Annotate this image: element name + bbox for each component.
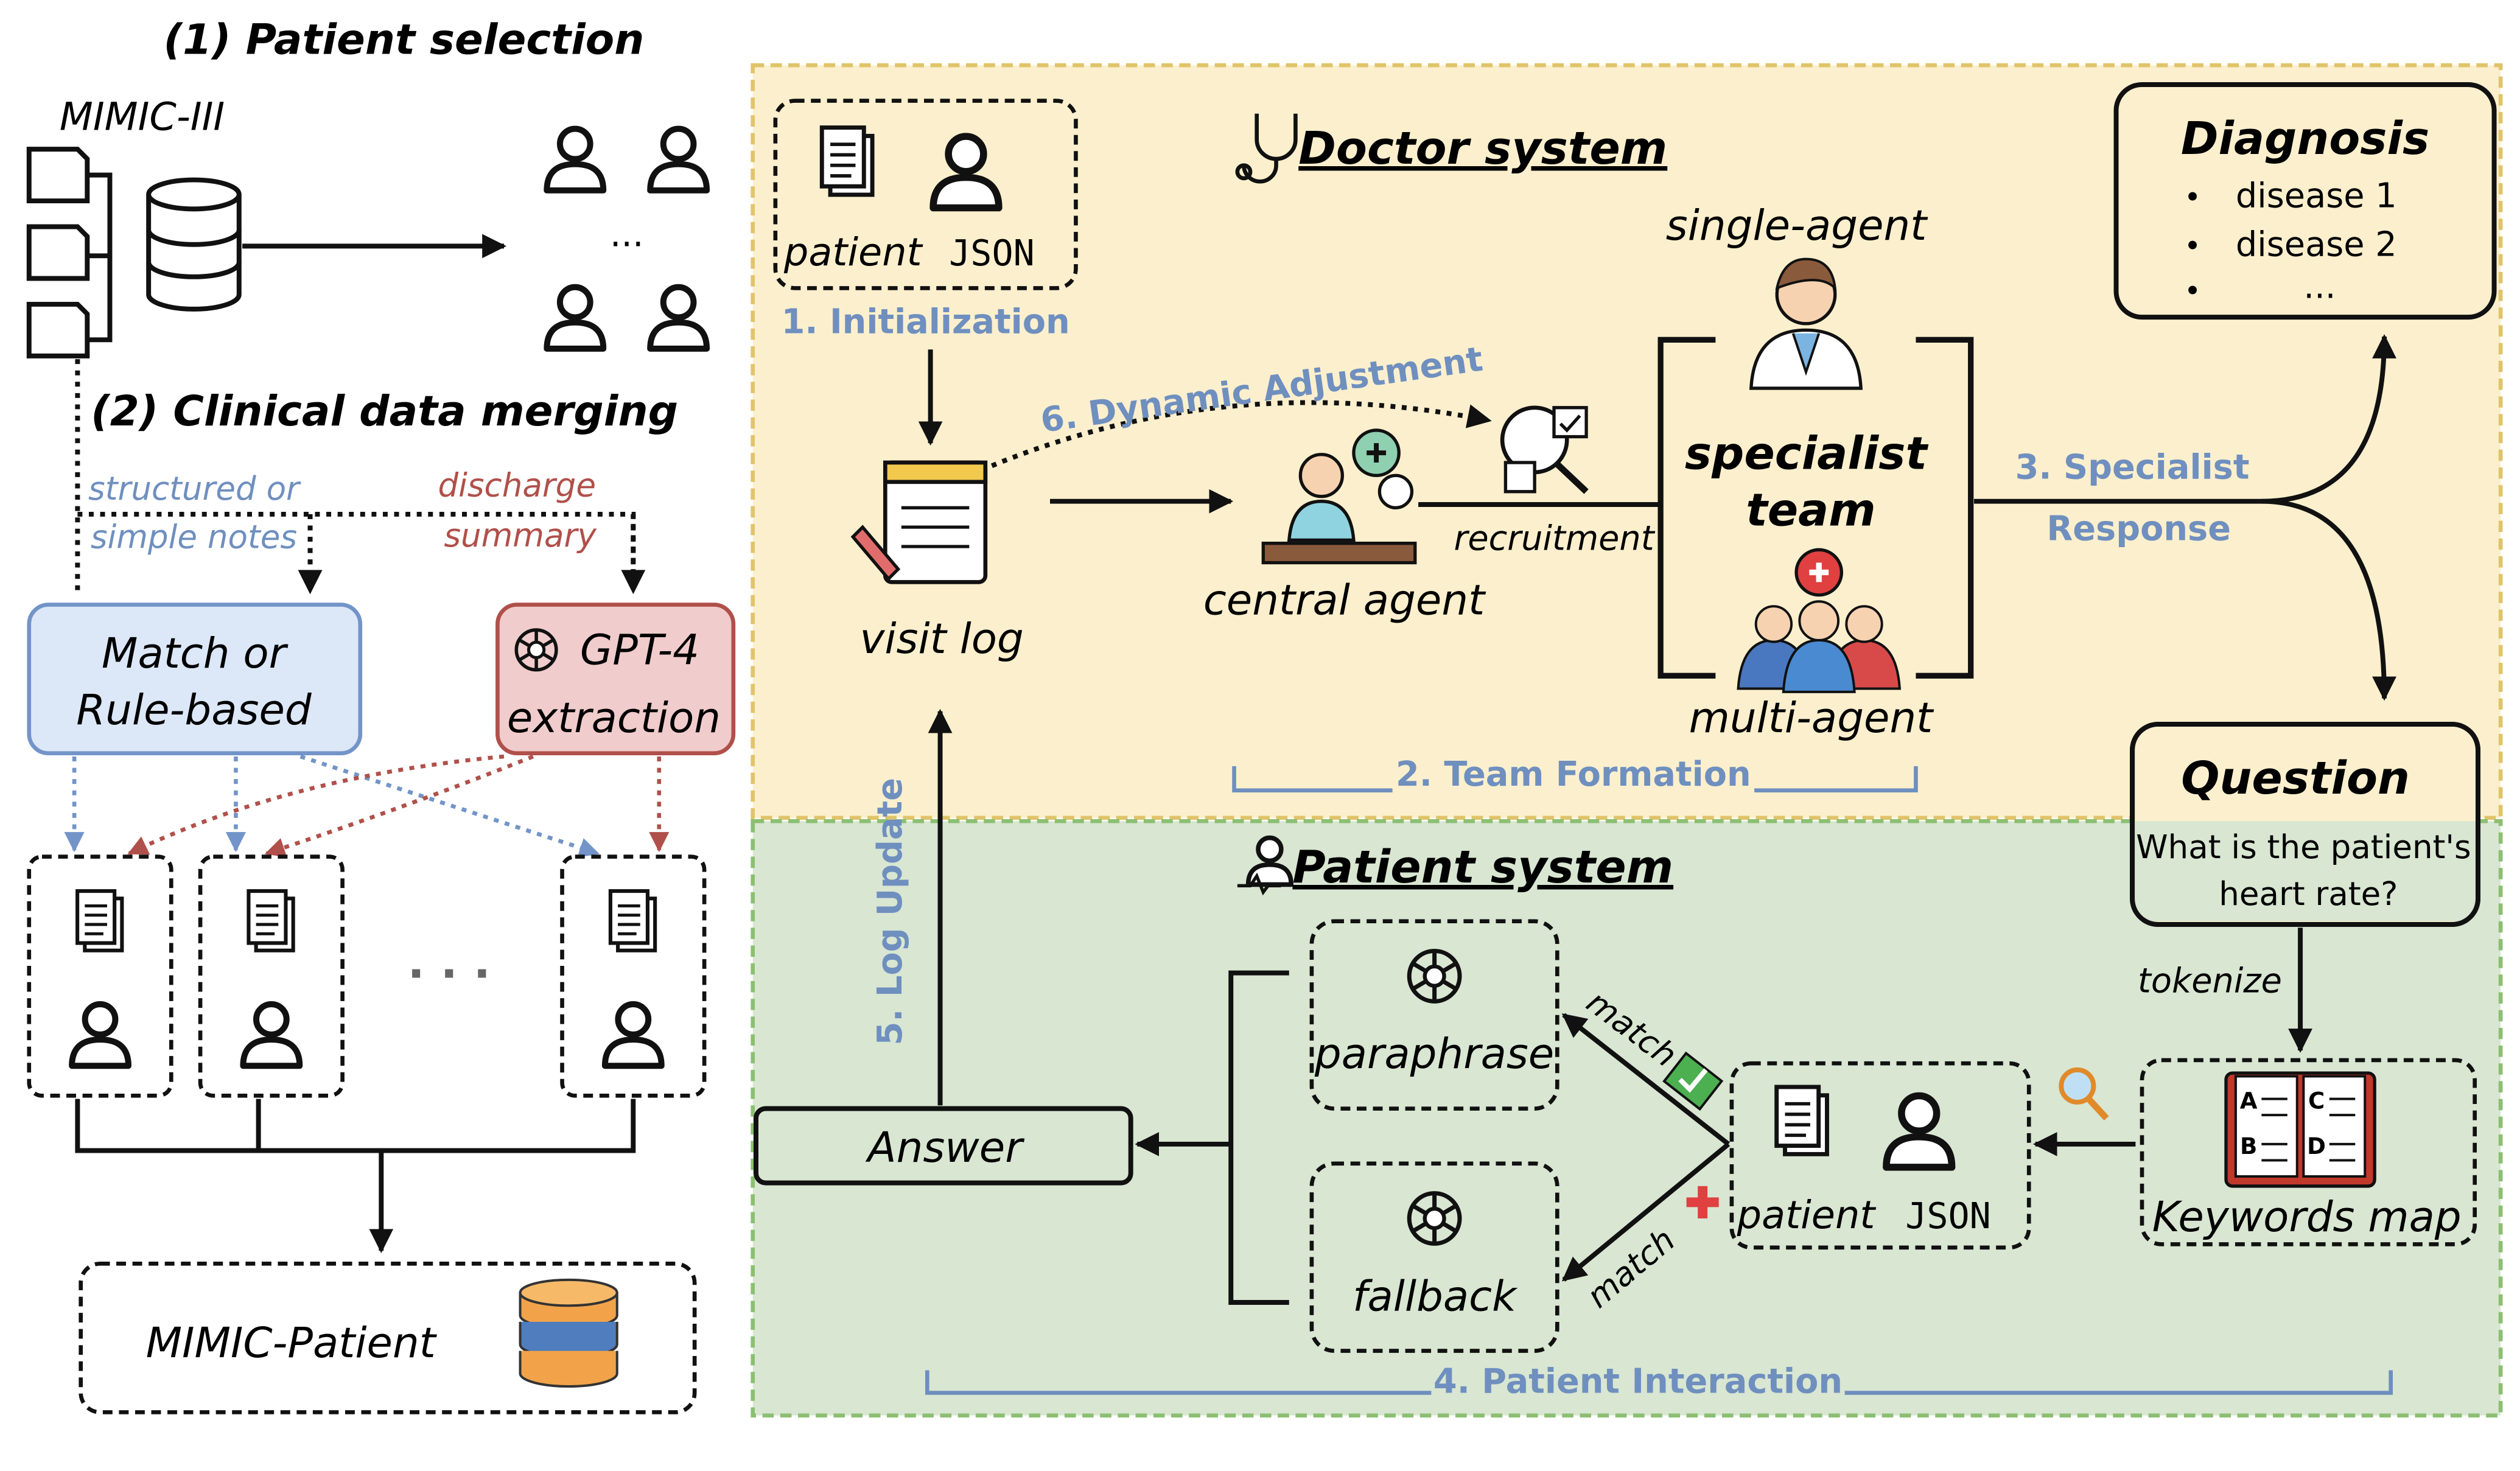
database-icon [519, 1278, 618, 1388]
rule-based-box [27, 603, 363, 756]
patient-json-box-bottom [1729, 1061, 2031, 1250]
diagnosis-item: disease 1 [2236, 176, 2397, 216]
book-letter: A [2240, 1088, 2258, 1114]
patient-word: patient [783, 230, 923, 275]
notebook-icon [850, 460, 988, 584]
patient-json-box [773, 99, 1078, 290]
central-agent-label: central agent [1203, 576, 1486, 624]
recruit-icon [1500, 405, 1589, 494]
left-panel: (1) Patient selection MIMIC-III ... (2) … [26, 16, 736, 1414]
visit-log-label: visit log [860, 615, 1024, 663]
user-icon [1237, 838, 1291, 896]
gpt4-line2: extraction [507, 694, 721, 742]
arrow-to-question [2261, 498, 2396, 701]
heading-clinical-merging: (2) Clinical data merging [91, 387, 678, 436]
fallback-box [1309, 1161, 1559, 1353]
rule-based-line1: Match or [102, 629, 289, 678]
step-patient-interaction: 4. Patient Interaction [1433, 1362, 1843, 1402]
question-title: Question [2181, 752, 2410, 805]
question-box-lower [2135, 821, 2476, 921]
diagnosis-box [2113, 82, 2497, 320]
bracket-patient-interaction [925, 1370, 2393, 1395]
label-discharge-2: summary [444, 517, 597, 554]
central-agent-icon [1261, 428, 1417, 565]
database-icon [146, 177, 242, 312]
document-icon [1777, 1087, 1827, 1154]
step-initialization: 1. Initialization [782, 302, 1070, 342]
doctor-icon [1749, 257, 1863, 390]
diagnosis-item: ... [2303, 267, 2336, 306]
book-icon [2224, 1071, 2376, 1188]
team-bracket-left [1657, 337, 1716, 679]
patient-record-cards [27, 854, 707, 1098]
multi-agent-label: multi-agent [1689, 694, 1935, 742]
gpt4-box [495, 603, 736, 756]
keywords-map-box [2140, 1058, 2477, 1246]
arrow-match-paraphrase [1561, 1013, 1731, 1147]
diagnosis-item: disease 2 [2236, 225, 2397, 264]
patient-system-title: Patient system [1292, 840, 1673, 893]
cross-icon [1686, 1186, 1719, 1218]
folder-tree-line [87, 172, 113, 343]
diagnosis-bullet-3: • [2184, 275, 2201, 309]
answer-box [754, 1106, 1133, 1186]
book-letter: B [2240, 1133, 2257, 1159]
bracket-team-formation [1232, 766, 1918, 793]
rule-based-line2: Rule-based [76, 686, 312, 735]
arrow-dynamic-adjustment [990, 400, 1492, 468]
gpt4-line1: GPT-4 [580, 626, 699, 675]
folder-icon [26, 147, 90, 358]
rule-arrows [64, 754, 600, 858]
magnifier-icon [2059, 1067, 2109, 1121]
json-word: JSON [949, 232, 1035, 274]
step-specialist-response-1: 3. Specialist [2015, 448, 2250, 487]
specialist-line2: team [1746, 484, 1875, 537]
heading-patient-selection: (1) Patient selection [164, 16, 645, 65]
paraphrase-label: paraphrase [1314, 1030, 1554, 1078]
step-team-formation: 2. Team Formation [1396, 755, 1751, 794]
patients-ellipsis: ... [610, 213, 644, 254]
gpt-arrows [127, 754, 670, 858]
book-letter: C [2308, 1088, 2325, 1114]
recruitment-label: recruitment [1454, 519, 1655, 558]
mimic-patient-label: MIMIC-Patient [146, 1319, 438, 1368]
label-structured-2: simple notes [91, 519, 297, 556]
patient-word-bottom: patient [1737, 1193, 1877, 1238]
question-line2: heart rate? [2219, 875, 2398, 913]
cards-ellipsis: · · · [408, 947, 491, 1000]
paraphrase-box [1309, 919, 1559, 1111]
check-icon [1662, 1051, 1724, 1111]
team-bracket-right [1916, 337, 1974, 679]
diagnosis-title: Diagnosis [2181, 112, 2429, 165]
label-mimic3: MIMIC-III [60, 94, 225, 139]
doctor-system-panel: patient JSON 1. Initialization visit log… [751, 63, 2503, 820]
json-word-bottom: JSON [1905, 1195, 1991, 1237]
doctor-system-title: Doctor system [1298, 122, 1667, 175]
team-icon [1737, 548, 1902, 693]
book-letter: D [2307, 1133, 2326, 1159]
step-log-update: 5. Log Update [870, 778, 910, 1045]
stethoscope-icon [1235, 113, 1298, 184]
merge-lines [75, 1099, 636, 1251]
tokenize-label: tokenize [2138, 961, 2282, 1001]
label-structured-1: structured or [88, 470, 301, 508]
answer-bracket [1228, 970, 1289, 1305]
diagnosis-bullet-1: • [2184, 181, 2201, 215]
label-discharge-1: discharge [438, 467, 596, 505]
fallback-label: fallback [1353, 1272, 1518, 1321]
arrow-match-fallback [1561, 1142, 1731, 1282]
specialist-line1: specialist [1685, 427, 1929, 480]
document-icon [822, 128, 872, 195]
diagnosis-bullet-2: • [2184, 229, 2201, 263]
answer-label: Answer [865, 1123, 1024, 1172]
arrow-specialist-response [1974, 334, 2396, 504]
patient-system-panel: Question What is the patient's heart rat… [751, 708, 2503, 1418]
single-agent-label: single-agent [1666, 201, 1928, 250]
keywords-map-label: Keywords map [2152, 1193, 2462, 1242]
question-line1: What is the patient's [2136, 828, 2471, 866]
step-specialist-response-2: Response [2046, 509, 2231, 548]
